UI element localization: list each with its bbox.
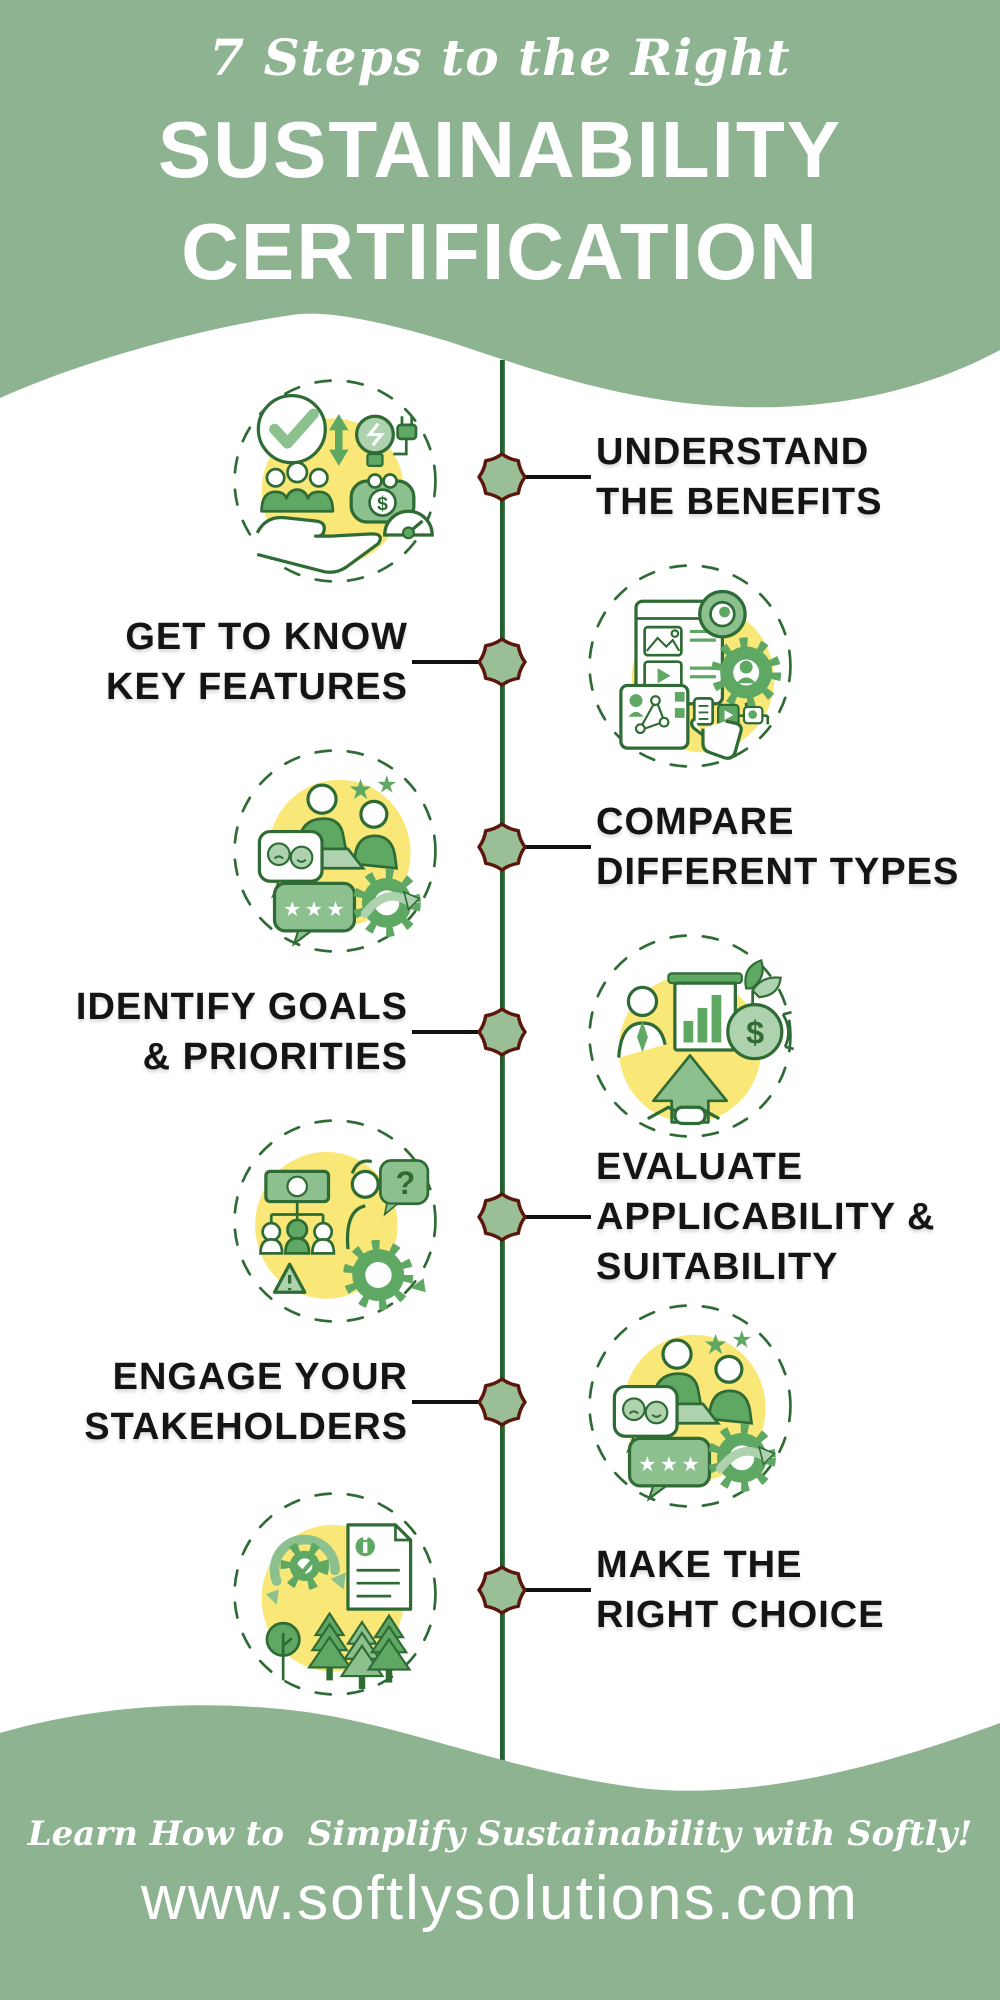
step-5-label-line: EVALUATE [596,1146,804,1188]
step-5-label: EVALUATE APPLICABILITY & SUITABILITY [596,1142,935,1292]
choice-document-forest-icon [227,1486,443,1702]
svg-text:★: ★ [638,1453,656,1476]
step-7-label-line: RIGHT CHOICE [596,1594,885,1636]
evaluate-question-icon: ? [227,1113,443,1329]
svg-text:?: ? [395,1165,415,1201]
step-5-label-line: SUITABILITY [596,1246,839,1288]
step-6-label-line: ENGAGE YOUR [112,1356,408,1398]
step-1-label-line: UNDERSTAND [596,431,870,473]
timeline-node-5 [477,1192,527,1242]
header-title-line2: CERTIFICATION [181,207,819,296]
footer-website: www.softlysolutions.com [141,1864,859,1933]
step-2-label: GET TO KNOW KEY FEATURES [106,612,408,712]
timeline-node-3 [477,822,527,872]
step-7-connector-line [523,1588,591,1592]
svg-text:★: ★ [703,1329,728,1360]
step-6-label-line: STAKEHOLDERS [84,1406,408,1448]
stakeholders-discussion-icon: ★★ ★★★ [582,1298,798,1514]
goals-growth-icon: $ [582,928,798,1144]
header-eyebrow: 7 Steps to the Right [209,28,791,87]
step-7-label-line: MAKE THE [596,1544,803,1586]
step-2-connector-line [412,660,480,664]
svg-text:★: ★ [660,1453,678,1476]
svg-text:★: ★ [376,772,397,799]
step-4-connector-line [412,1030,480,1034]
step-3-label-line: DIFFERENT TYPES [596,851,960,893]
step-1-connector-line [523,475,591,479]
step-1-label-line: THE BENEFITS [596,481,883,523]
timeline-node-1 [477,452,527,502]
step-3-label: COMPARE DIFFERENT TYPES [596,797,959,897]
compare-discussion-icon: ★★ ★★★ [227,743,443,959]
hand-benefits-icon: $ [227,373,443,589]
svg-text:★: ★ [731,1327,752,1354]
timeline-node-7 [477,1565,527,1615]
timeline-node-2 [477,637,527,687]
svg-text:★: ★ [305,898,323,921]
step-2-label-line: KEY FEATURES [106,666,408,708]
step-5-connector-line [523,1215,591,1219]
step-4-label-line: & PRIORITIES [142,1036,408,1078]
svg-text:$: $ [377,493,388,515]
svg-text:★: ★ [283,898,301,921]
step-1-label: UNDERSTAND THE BENEFITS [596,427,882,527]
features-media-icon [582,558,798,774]
step-7-label: MAKE THE RIGHT CHOICE [596,1540,885,1640]
step-6-label: ENGAGE YOUR STAKEHOLDERS [84,1352,408,1452]
step-6-connector-line [412,1400,480,1404]
step-4-label-line: IDENTIFY GOALS [75,986,408,1028]
step-3-connector-line [523,845,591,849]
svg-text:★: ★ [348,774,373,805]
timeline-node-6 [477,1377,527,1427]
timeline-line [500,360,505,1775]
svg-text:$: $ [746,1015,764,1051]
footer-tagline: Learn How to Simplify Sustainability wit… [27,1814,973,1854]
svg-text:★: ★ [326,898,344,921]
step-4-label: IDENTIFY GOALS & PRIORITIES [76,982,408,1082]
svg-text:★: ★ [681,1453,699,1476]
step-5-label-line: APPLICABILITY & [596,1196,936,1238]
timeline-node-4 [477,1007,527,1057]
header-title-line1: SUSTAINABILITY [157,105,843,194]
step-3-label-line: COMPARE [596,801,795,843]
step-2-label-line: GET TO KNOW [125,616,408,658]
